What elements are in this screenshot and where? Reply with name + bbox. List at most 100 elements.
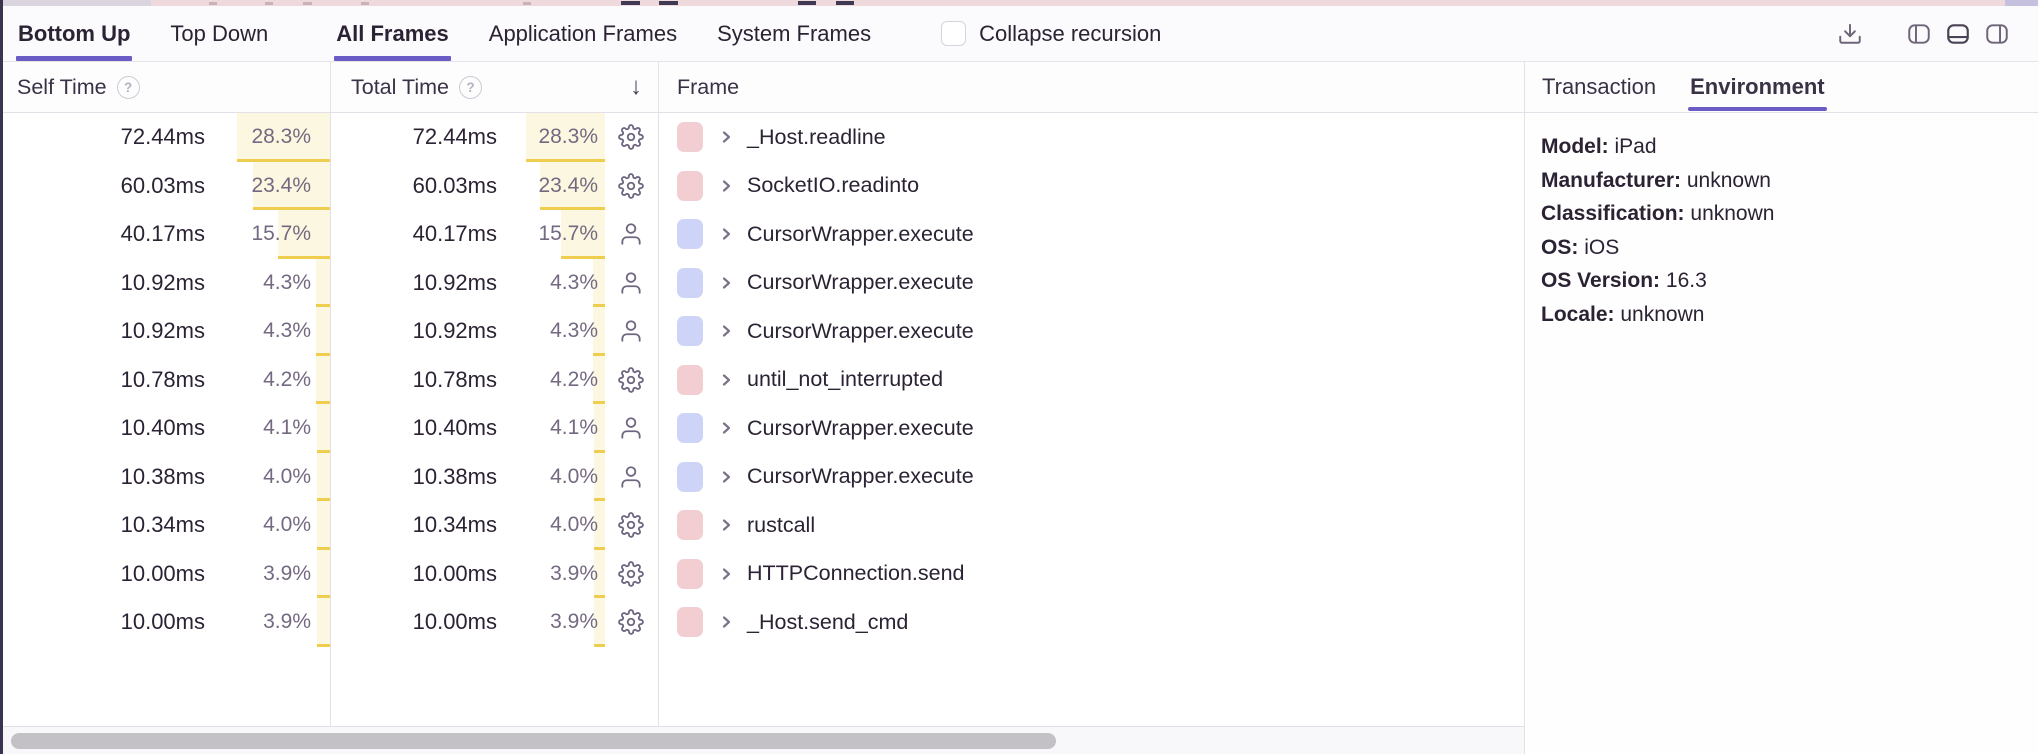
tab-system-frames[interactable]: System Frames	[717, 20, 872, 46]
environment-panel: Model: iPad Manufacturer: unknown Classi…	[1525, 113, 2038, 754]
table-row[interactable]: 40.17ms 15.7% 40.17ms 15.7% CursorWrappe…	[3, 210, 1524, 259]
frame-name[interactable]: CursorWrapper.execute	[747, 270, 974, 295]
gear-icon	[616, 162, 646, 211]
table-row[interactable]: 10.92ms 4.3% 10.92ms 4.3% CursorWrapper.…	[3, 307, 1524, 356]
frame-name[interactable]: CursorWrapper.execute	[747, 464, 974, 489]
self-time-weight-bar	[317, 598, 330, 647]
self-time-weight-bar	[252, 161, 330, 210]
frame-name[interactable]: SocketIO.readinto	[747, 173, 920, 198]
frame-name[interactable]: until_not_interrupted	[747, 367, 944, 392]
side-panel-tabs: Transaction Environment	[1524, 62, 2038, 112]
self-time-percent: 4.2%	[263, 367, 311, 391]
self-time-percent: 23.4%	[251, 173, 311, 197]
table-row[interactable]: 60.03ms 23.4% 60.03ms 23.4% SocketIO.rea…	[3, 161, 1524, 211]
self-time-value: 10.40ms	[120, 415, 205, 441]
self-time-percent: 3.9%	[263, 561, 311, 585]
env-field: OS: iOS	[1541, 235, 1620, 259]
chevron-right-icon[interactable]	[718, 275, 734, 291]
chevron-right-icon[interactable]	[718, 517, 734, 533]
panel-left-icon[interactable]	[1905, 21, 1932, 48]
tab-transaction[interactable]: Transaction	[1542, 74, 1657, 99]
table-row[interactable]: 10.40ms 4.1% 10.40ms 4.1% CursorWrapper.…	[3, 404, 1524, 453]
chevron-right-icon[interactable]	[718, 129, 734, 145]
total-time-percent: 4.3%	[550, 270, 598, 294]
frame-color-swatch	[677, 267, 703, 298]
frame-name[interactable]: _Host.send_cmd	[747, 609, 909, 634]
table-row[interactable]: 10.00ms 3.9% 10.00ms 3.9% _Host.send_cmd	[3, 598, 1524, 647]
column-header-frame[interactable]: Frame	[677, 74, 740, 99]
gear-icon	[616, 501, 646, 550]
chevron-right-icon[interactable]	[718, 614, 734, 630]
gear-icon	[616, 356, 646, 405]
panel-divider	[1524, 62, 1525, 754]
table-row[interactable]: 10.38ms 4.0% 10.38ms 4.0% CursorWrapper.…	[3, 452, 1524, 502]
chevron-right-icon[interactable]	[718, 372, 734, 388]
total-time-percent: 23.4%	[538, 173, 598, 197]
panel-right-icon[interactable]	[1983, 21, 2010, 48]
horizontal-scrollbar-thumb[interactable]	[11, 733, 1056, 749]
chevron-right-icon[interactable]	[718, 566, 734, 582]
table-row[interactable]: 72.44ms 28.3% 72.44ms 28.3% _Host.readli…	[3, 113, 1524, 162]
frame-color-swatch	[677, 122, 703, 153]
environment-details: Model: iPad Manufacturer: unknown Classi…	[1525, 113, 2038, 348]
column-divider	[330, 62, 331, 726]
user-icon	[616, 453, 646, 502]
total-time-weight-bar	[561, 210, 605, 259]
self-time-percent: 28.3%	[251, 125, 311, 149]
frame-color-swatch	[677, 607, 703, 638]
total-time-percent: 4.1%	[550, 416, 598, 440]
self-time-value: 10.34ms	[120, 512, 205, 538]
table-row[interactable]: 10.00ms 3.9% 10.00ms 3.9% HTTPConnection…	[3, 549, 1524, 598]
collapse-recursion-checkbox[interactable]	[941, 21, 967, 46]
flamegraph-minimap-sliver[interactable]	[3, 0, 2038, 6]
collapse-recursion-control[interactable]: Collapse recursion	[941, 21, 1161, 47]
tab-environment[interactable]: Environment	[1688, 62, 1828, 112]
help-icon[interactable]: ?	[458, 75, 482, 99]
panel-bottom-icon[interactable]	[1944, 21, 1971, 48]
total-time-value: 10.40ms	[412, 415, 497, 441]
self-time-value: 10.92ms	[120, 318, 205, 344]
env-field: Classification: unknown	[1541, 202, 1775, 225]
tab-application-frames[interactable]: Application Frames	[488, 20, 678, 46]
chevron-right-icon[interactable]	[718, 226, 734, 242]
table-row[interactable]: 10.34ms 4.0% 10.34ms 4.0% rustcall	[3, 501, 1524, 550]
chevron-right-icon[interactable]	[718, 420, 734, 436]
download-icon[interactable]	[1836, 21, 1863, 48]
chevron-right-icon[interactable]	[718, 469, 734, 485]
total-time-value: 10.38ms	[412, 463, 497, 489]
chevron-right-icon[interactable]	[718, 178, 734, 194]
horizontal-scrollbar[interactable]	[3, 726, 1524, 754]
chevron-right-icon[interactable]	[718, 323, 734, 339]
frame-name[interactable]: HTTPConnection.send	[747, 561, 965, 586]
column-header-total-time[interactable]: Total Time ? ↓	[351, 73, 642, 100]
frame-name[interactable]: CursorWrapper.execute	[747, 318, 974, 343]
frame-name[interactable]: _Host.readline	[747, 124, 886, 149]
table-row[interactable]: 10.78ms 4.2% 10.78ms 4.2% until_not_inte…	[3, 355, 1524, 405]
total-time-weight-bar	[539, 161, 605, 210]
total-time-value: 10.34ms	[412, 512, 497, 538]
frame-name[interactable]: CursorWrapper.execute	[747, 415, 974, 440]
tab-all-frames[interactable]: All Frames	[334, 6, 451, 61]
gear-icon	[616, 113, 646, 162]
total-time-value: 10.92ms	[412, 318, 497, 344]
frame-color-swatch	[677, 170, 703, 201]
help-icon[interactable]: ?	[116, 75, 140, 99]
self-time-value: 40.17ms	[120, 221, 205, 247]
sort-descending-icon[interactable]: ↓	[630, 73, 642, 100]
self-time-weight-bar	[236, 113, 330, 162]
total-time-weight-bar	[593, 355, 605, 404]
tab-top-down[interactable]: Top Down	[170, 20, 269, 46]
frame-color-swatch	[677, 461, 703, 492]
column-header-self-time[interactable]: Self Time ?	[3, 62, 330, 112]
table-row[interactable]: 10.92ms 4.3% 10.92ms 4.3% CursorWrapper.…	[3, 258, 1524, 307]
frame-name[interactable]: CursorWrapper.execute	[747, 221, 974, 246]
frame-name[interactable]: rustcall	[747, 512, 816, 537]
tab-bottom-up[interactable]: Bottom Up	[16, 6, 133, 61]
env-field: OS Version: 16.3	[1541, 269, 1707, 292]
self-time-value: 10.38ms	[120, 463, 205, 489]
total-time-weight-bar	[593, 501, 605, 550]
table-header: Self Time ? Total Time ? ↓ Frame Transac…	[3, 62, 2038, 113]
self-time-value: 72.44ms	[120, 124, 205, 150]
frame-color-swatch	[677, 413, 703, 444]
total-time-weight-bar	[593, 258, 605, 307]
